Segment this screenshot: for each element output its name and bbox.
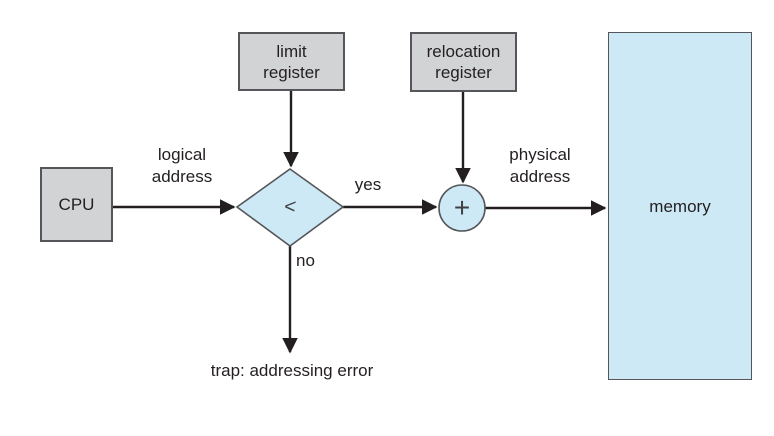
comparator-less-than-symbol: < bbox=[282, 195, 298, 218]
relocation-register-box: relocation register bbox=[410, 32, 517, 92]
relocation-register-label: relocation register bbox=[426, 42, 501, 82]
limit-register-box: limit register bbox=[238, 32, 345, 91]
cpu-label: CPU bbox=[58, 195, 95, 214]
cpu-box: CPU bbox=[40, 167, 113, 242]
memory-label: memory bbox=[649, 196, 711, 216]
adder-circle bbox=[438, 184, 486, 232]
adder-plus-symbol: + bbox=[453, 192, 471, 223]
logical-address-label: logical address bbox=[151, 145, 213, 186]
yes-label: yes bbox=[354, 175, 382, 194]
memory-box: memory bbox=[608, 32, 752, 380]
limit-register-label: limit register bbox=[263, 41, 320, 82]
trap-addressing-error-label: trap: addressing error bbox=[210, 361, 374, 380]
comparator-diamond bbox=[235, 168, 345, 247]
physical-address-label: physical address bbox=[509, 145, 571, 186]
no-label: no bbox=[296, 251, 315, 270]
